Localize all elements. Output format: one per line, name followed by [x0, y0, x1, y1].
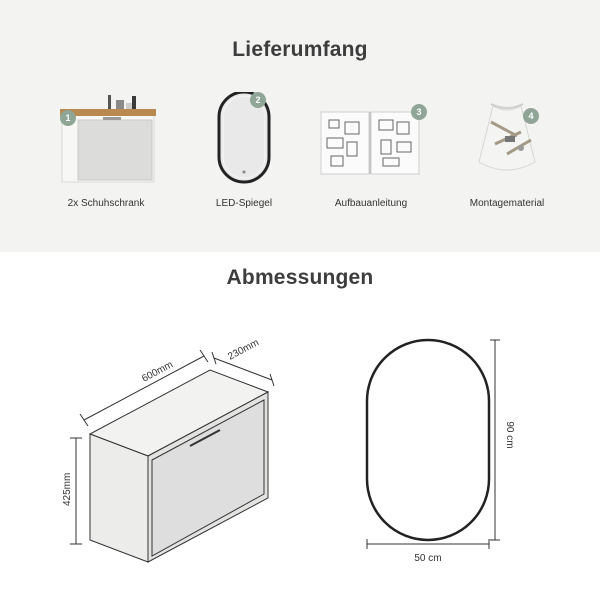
item-label: LED-Spiegel [215, 198, 273, 209]
item-label: 2x Schuhschrank [67, 198, 145, 209]
delivery-item-manual: 3 Aufbauanleitung [311, 92, 431, 222]
manual-photo [320, 111, 420, 175]
delivery-item-hardware: 4 Montagematerial [447, 92, 567, 222]
delivery-item-led-mirror: 2 LED-Spiegel [184, 92, 304, 222]
cabinet-height-label: 425mm [62, 473, 73, 506]
mirror-width-label: 50 cm [414, 553, 441, 564]
item-label: Montagematerial [469, 198, 545, 209]
led-mirror-photo [217, 92, 271, 184]
item-number-badge: 4 [523, 108, 539, 124]
cabinet-dimension-drawing: 600mm 230mm 425mm [62, 337, 275, 563]
item-number-badge: 1 [60, 110, 76, 126]
item-number-badge: 2 [250, 92, 266, 108]
hardware-bag-photo [478, 103, 536, 171]
delivery-title: Lieferumfang [232, 38, 368, 61]
item-label: Aufbauanleitung [334, 198, 408, 209]
cabinet-depth-label: 230mm [226, 337, 261, 362]
delivery-item-shoe-cabinet: 1 2x Schuhschrank [46, 92, 166, 222]
delivery-section: Lieferumfang 1 2x Schuhschrank 2 LED-Spi… [0, 0, 600, 252]
mirror-outline [365, 338, 491, 542]
dimensions-title: Abmessungen [226, 266, 374, 289]
shoe-cabinet-photo [60, 95, 156, 183]
item-number-badge: 3 [411, 104, 427, 120]
mirror-dimension-drawing: 50 cm 90 cm [365, 338, 515, 564]
mirror-height-label: 90 cm [504, 421, 515, 448]
